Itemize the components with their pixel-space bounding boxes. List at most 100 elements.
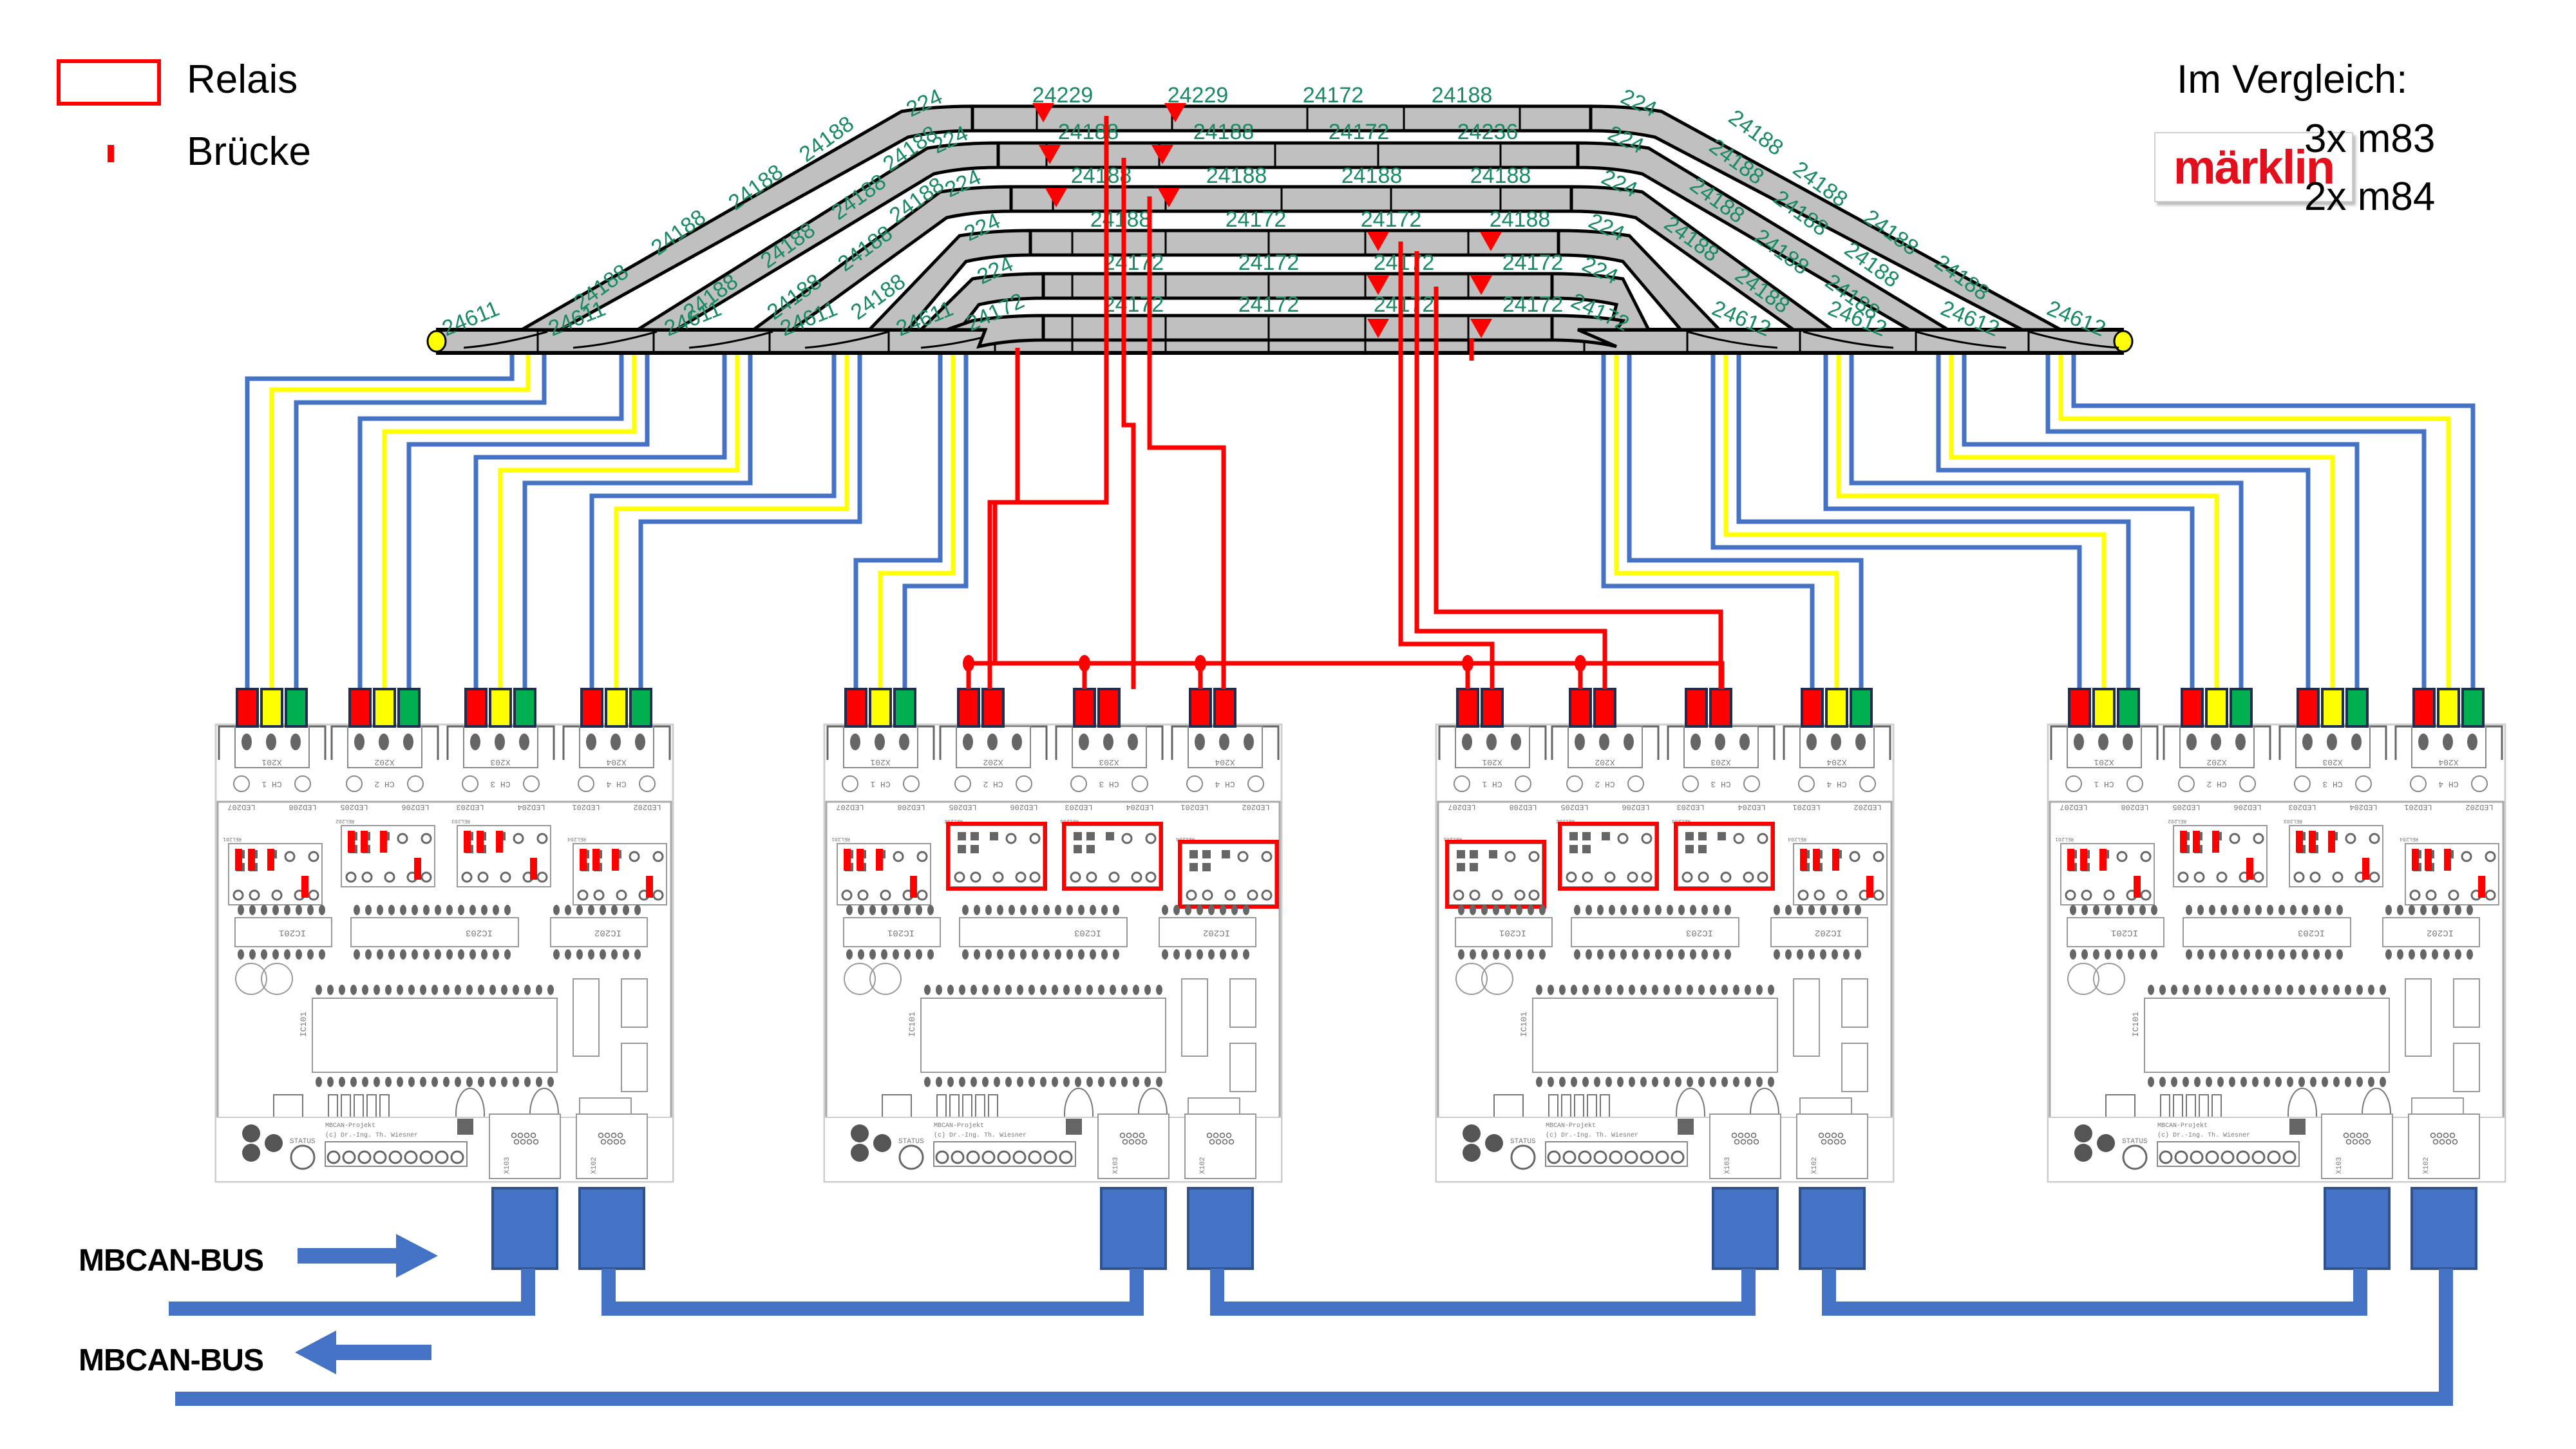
relay-hole xyxy=(954,871,965,883)
connector-label: X204 xyxy=(2438,757,2458,767)
ic-pin xyxy=(893,949,899,960)
bus-plug xyxy=(578,1187,645,1270)
ic-pin xyxy=(1663,985,1670,995)
terminal-x101-pin xyxy=(357,1150,372,1164)
relay-hole xyxy=(421,833,432,844)
ic-pin xyxy=(576,905,583,915)
ic-pin xyxy=(316,1077,322,1087)
relay-pad xyxy=(1489,850,1497,858)
ic-pin xyxy=(997,905,1003,915)
signal-wire-blue xyxy=(1736,353,2131,689)
ic-pin xyxy=(1655,949,1662,960)
network-port xyxy=(489,1113,561,1179)
terminal-x101-pin xyxy=(2236,1150,2250,1164)
ic-pin xyxy=(1075,985,1081,995)
track-label: 24172 xyxy=(1103,251,1164,275)
connector-pin xyxy=(1855,734,1866,750)
ic-pin xyxy=(881,905,887,915)
ic-pin xyxy=(350,985,357,995)
port-pin xyxy=(1753,1139,1759,1145)
port-pin xyxy=(2452,1139,2458,1145)
relay-pad xyxy=(1202,863,1211,871)
port-pin xyxy=(2343,1132,2349,1139)
capacitor xyxy=(235,963,267,995)
terminal-pin-red xyxy=(1709,688,1732,728)
ic-pin xyxy=(1055,905,1061,915)
channel-label: CH 3 xyxy=(2322,779,2342,789)
ic-pin xyxy=(1009,949,1015,960)
connector-pin xyxy=(470,734,480,750)
connector-pin xyxy=(875,734,885,750)
port-pin xyxy=(1139,1132,1145,1139)
led-footprint xyxy=(2178,775,2195,792)
ic-pin xyxy=(1721,985,1728,995)
terminal-pin-yellow xyxy=(869,688,892,728)
relay-hole xyxy=(2448,889,2459,901)
ic-label: IC203 xyxy=(1074,927,1101,938)
connector-label: X204 xyxy=(606,757,626,767)
ic-pin xyxy=(2264,1077,2270,1087)
ic-pin xyxy=(2290,949,2297,960)
relay-hole xyxy=(461,871,473,883)
port-pin xyxy=(2358,1139,2365,1145)
ic-pin xyxy=(858,949,864,960)
led-footprint xyxy=(2065,775,2082,792)
relay-pad xyxy=(971,832,979,840)
terminal-pin-green xyxy=(629,688,652,728)
ic-pin xyxy=(2310,985,2316,995)
ic-footprint-main xyxy=(1532,998,1778,1073)
ic-pin xyxy=(2278,949,2285,960)
connector-pin xyxy=(1195,734,1205,750)
terminal-pin-red xyxy=(464,688,488,728)
ic-pin xyxy=(350,1077,357,1087)
track-right-diagonal xyxy=(1589,104,2062,332)
channel-label: CH 2 xyxy=(983,779,1003,789)
isolation-marker xyxy=(1039,145,1061,164)
port-pin xyxy=(2349,1132,2356,1139)
ic-pin xyxy=(623,949,629,960)
ic-pin xyxy=(2275,1077,2282,1087)
ic-pin xyxy=(408,1077,415,1087)
ic-pin xyxy=(2081,905,2088,915)
relay-hole xyxy=(421,871,432,883)
ic-pin xyxy=(1156,1077,1162,1087)
led-footprint xyxy=(903,775,920,792)
bus-out-arrow xyxy=(295,1331,431,1374)
terminal-x101-pin xyxy=(1640,1150,1654,1164)
ic-pin xyxy=(1208,905,1215,915)
ic-pin xyxy=(974,905,980,915)
port-pin xyxy=(2430,1132,2436,1139)
bridge-marker xyxy=(2134,876,2141,898)
relay-hole xyxy=(1145,833,1157,844)
ic-pin xyxy=(1713,949,1719,960)
connector-label: X204 xyxy=(1826,757,1846,767)
channel-label: CH 1 xyxy=(2094,779,2114,789)
ic-pin xyxy=(327,985,334,995)
ic-pin xyxy=(1032,905,1038,915)
led-footprint xyxy=(1070,775,1087,792)
bridge-marker xyxy=(248,849,255,871)
ic-pin xyxy=(588,905,594,915)
bridge-marker xyxy=(1800,849,1807,871)
track-label: 24172 xyxy=(1103,292,1164,317)
track-turnout-curve xyxy=(1803,330,1894,349)
relay-pad xyxy=(1086,832,1095,840)
ic-pin xyxy=(2467,949,2473,960)
relay-label: REL202 xyxy=(1556,818,1575,824)
terminal-pin-yellow xyxy=(373,688,396,728)
ic-pin xyxy=(1690,949,1696,960)
terminal-pin-red xyxy=(1213,688,1236,728)
ic-pin xyxy=(354,949,360,960)
connector-pin xyxy=(1715,734,1725,750)
port-pin xyxy=(1228,1139,1235,1145)
track-label: 24172 xyxy=(1361,207,1422,232)
port-pin xyxy=(1747,1139,1753,1145)
led-label: LED207 xyxy=(1448,802,1475,811)
relay-hole xyxy=(2369,871,2380,883)
ic-pin xyxy=(846,949,853,960)
track-label: 24188 xyxy=(1206,164,1267,188)
ic-pin xyxy=(2455,905,2461,915)
bridge-marker xyxy=(361,831,368,853)
